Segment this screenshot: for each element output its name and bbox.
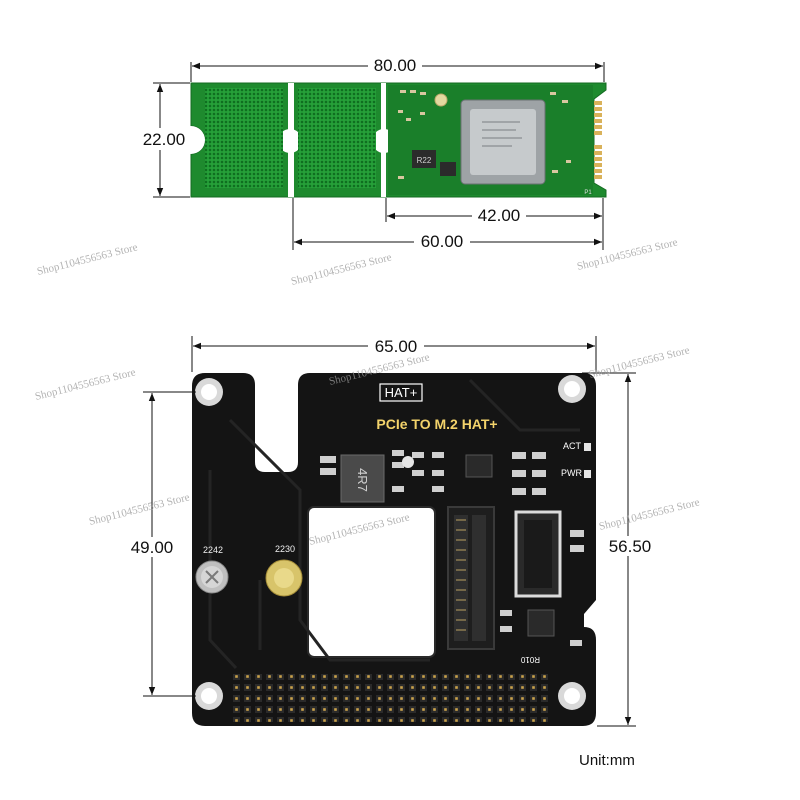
ssd-controller-lid (470, 109, 536, 175)
dim-label-80: 80.00 (374, 56, 417, 75)
dim-label-65: 65.00 (375, 337, 418, 356)
hat-mount-hole-br (558, 682, 586, 710)
ssd-chip-marking: R22 (417, 156, 432, 165)
led-act (584, 443, 591, 451)
inductor-marking: 4R7 (355, 468, 370, 492)
ssd-pad-area-1 (205, 88, 283, 188)
ssd-pad-area-2 (298, 88, 376, 188)
watermark-4: Shop1104556563 Store (34, 366, 137, 403)
hat-regulator-ic (527, 609, 555, 637)
hat-controller-ic (465, 454, 493, 478)
hat-badge: HAT+ (385, 385, 418, 400)
hat-mount-hole-bl (195, 682, 223, 710)
standoff-2230 (265, 559, 303, 597)
dim-label-56-5: 56.50 (609, 537, 652, 556)
hat-dimensions: 65.00 56.50 49.00 (125, 336, 656, 727)
ssd-section-gap-top (288, 83, 294, 131)
pos-2230-label: 2230 (275, 544, 295, 554)
hat-traces (208, 378, 580, 670)
ssd-gold-fingers (594, 101, 602, 179)
ssd-section-gap-bottom (288, 152, 294, 197)
ssd-test-pad (434, 93, 448, 107)
ssd-section-gap-2-bottom (381, 152, 386, 197)
led-pwr (584, 470, 591, 478)
ssd-small-chip (412, 150, 436, 168)
dim-label-22: 22.00 (143, 130, 186, 149)
hat-window-cutout (307, 506, 436, 658)
hat-smd-parts (320, 450, 584, 646)
hat-title: PCIe TO M.2 HAT+ (376, 416, 497, 432)
hat-test-point (402, 456, 414, 468)
watermark-2: Shop1104556563 Store (290, 251, 393, 288)
dim-label-42: 42.00 (478, 206, 521, 225)
watermark-7: Shop1104556563 Store (88, 491, 191, 528)
hat-mount-hole-tr (558, 375, 586, 403)
watermark-1: Shop1104556563 Store (36, 241, 139, 278)
ssd-module: R22 P1 (177, 82, 607, 198)
pos-2242-label: 2242 (203, 545, 223, 555)
gpio-header (232, 674, 549, 722)
dim-label-60: 60.00 (421, 232, 464, 251)
ssd-dimensions: 80.00 22.00 42.00 60.00 (138, 55, 605, 251)
hat-mount-hole-tl (195, 378, 223, 406)
hat-badge-frame (379, 383, 423, 402)
ssd-edge-label: P1 (584, 190, 592, 196)
standoff-screw-2242 (195, 560, 229, 594)
led-pwr-label: PWR (561, 468, 582, 478)
watermark-6: Shop1104556563 Store (588, 344, 691, 381)
ssd-section-gap-2-top (381, 83, 386, 131)
ssd-mount-notch-2 (278, 129, 302, 153)
unit-label: Unit:mm (579, 752, 635, 769)
fpc-connector-slot (524, 520, 552, 588)
inductor (340, 454, 385, 503)
led-act-label: ACT (563, 441, 582, 451)
r010-marking: R010 (520, 655, 540, 664)
dim-label-49: 49.00 (131, 538, 174, 557)
m2-connector-pins-left (454, 515, 468, 641)
ssd-small-ic (440, 162, 456, 176)
hat-board: HAT+ PCIe TO M.2 HAT+ ACT PWR 4R7 (192, 373, 596, 726)
m2-pin-lines (456, 519, 466, 631)
watermark-9: Shop1104556563 Store (598, 496, 701, 533)
m2-connector-pins-right (472, 515, 486, 641)
